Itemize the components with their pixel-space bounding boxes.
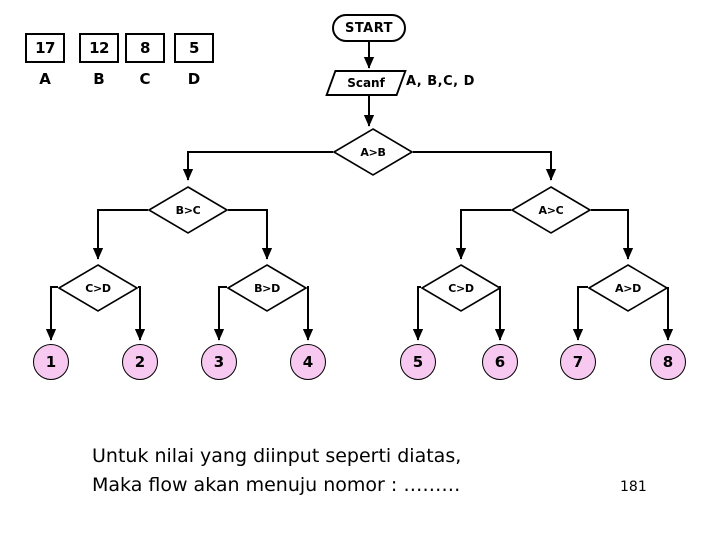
variable-box-c-value: 8 xyxy=(125,33,165,63)
decision-b-gt-d: B>D xyxy=(227,264,307,312)
decision-label: C>D xyxy=(448,281,474,295)
scanf-input-node: Scanf xyxy=(325,70,407,96)
result-circle-6: 6 xyxy=(482,344,518,380)
start-terminator: START xyxy=(332,14,406,42)
diamond-shape xyxy=(58,264,138,312)
result-circle-1: 1 xyxy=(33,344,69,380)
page-number: 181 xyxy=(620,479,647,495)
caption-text: Untuk nilai yang diinput seperti diatas,… xyxy=(92,442,461,500)
diamond-shape xyxy=(588,264,668,312)
caption-line-1: Untuk nilai yang diinput seperti diatas, xyxy=(92,445,462,467)
diamond-shape xyxy=(333,128,413,176)
diamond-shape xyxy=(511,186,591,234)
variable-label-b: B xyxy=(93,70,105,88)
scanf-label: Scanf xyxy=(347,76,385,90)
result-circle-4: 4 xyxy=(290,344,326,380)
variable-label-a: A xyxy=(39,70,51,88)
result-circle-7: 7 xyxy=(560,344,596,380)
decision-label: A>C xyxy=(538,203,564,217)
result-circle-8: 8 xyxy=(650,344,686,380)
diamond-shape xyxy=(421,264,501,312)
decision-a-gt-b: A>B xyxy=(333,128,413,176)
result-circle-2: 2 xyxy=(122,344,158,380)
decision-label: C>D xyxy=(85,281,111,295)
result-circle-3: 3 xyxy=(201,344,237,380)
scanf-arguments: A, B,C, D xyxy=(406,74,475,89)
diamond-shape xyxy=(148,186,228,234)
variable-label-d: D xyxy=(187,70,201,88)
decision-label: B>D xyxy=(254,281,280,295)
caption-line-2: Maka flow akan menuju nomor : ……… xyxy=(92,474,461,496)
decision-a-gt-d: A>D xyxy=(588,264,668,312)
start-label: START xyxy=(344,20,394,36)
decision-b-gt-c: B>C xyxy=(148,186,228,234)
decision-label: B>C xyxy=(175,203,201,217)
variable-box-b-value: 12 xyxy=(79,33,119,63)
decision-a-gt-c: A>C xyxy=(511,186,591,234)
decision-c-gt-d-right: C>D xyxy=(421,264,501,312)
variable-box-a-value: 17 xyxy=(25,33,65,63)
decision-c-gt-d-left: C>D xyxy=(58,264,138,312)
decision-label: A>D xyxy=(615,281,641,295)
result-circle-5: 5 xyxy=(400,344,436,380)
diamond-shape xyxy=(227,264,307,312)
variable-box-d-value: 5 xyxy=(174,33,214,63)
decision-label: A>B xyxy=(360,145,386,159)
variable-label-c: C xyxy=(139,70,151,88)
